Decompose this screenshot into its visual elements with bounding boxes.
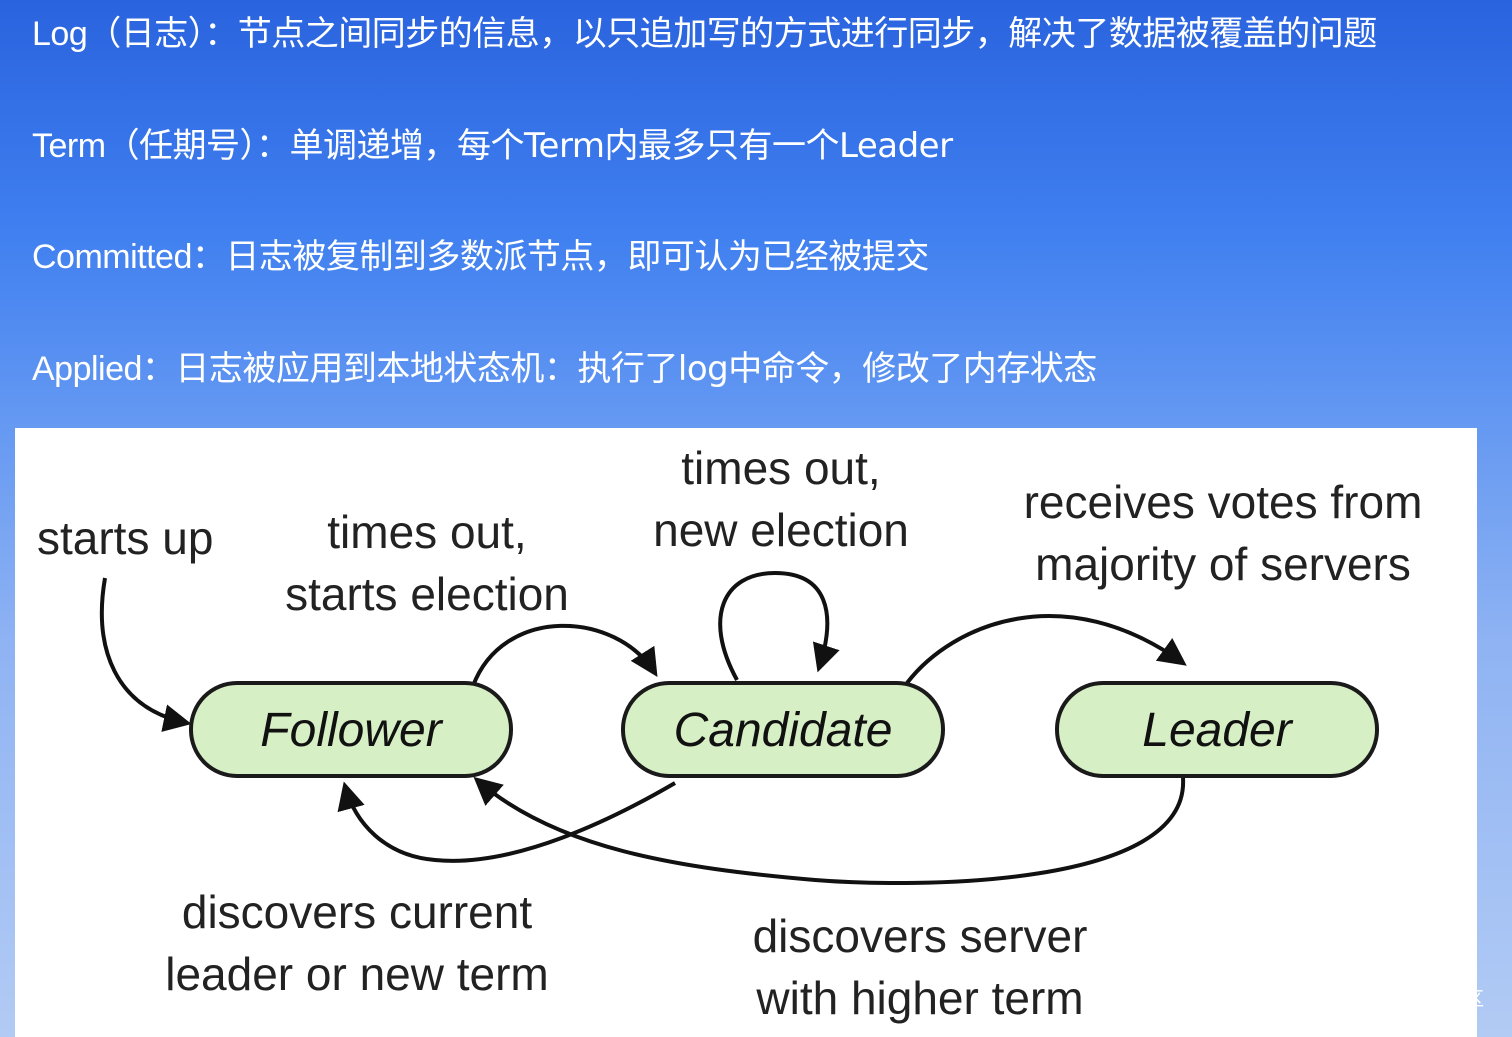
- state-candidate: Candidate: [621, 681, 945, 778]
- label-times-out-starts-line1: times out,: [327, 506, 526, 558]
- label-times-out-new-line2: new election: [653, 504, 909, 556]
- edge-follower-to-candidate: [471, 623, 658, 687]
- state-leader-label: Leader: [1142, 704, 1293, 757]
- definition-term: Applied: [32, 350, 142, 388]
- state-leader: Leader: [1055, 681, 1379, 778]
- edge-candidate-self-loop: [718, 570, 840, 681]
- state-follower-label: Follower: [260, 704, 443, 757]
- label-discovers-current-line1: discovers current: [182, 886, 532, 938]
- definition-log: Log（日志）：节点之间同步的信息，以只追加写的方式进行同步，解决了数据被覆盖的…: [32, 6, 1377, 55]
- label-starts-up: starts up: [37, 512, 213, 564]
- label-discovers-current-line2: leader or new term: [165, 948, 549, 1000]
- definition-term: Committed: [32, 238, 192, 276]
- definition-committed: Committed：日志被复制到多数派节点，即可认为已经被提交: [32, 229, 929, 278]
- definition-term-number: Term（任期号）：单调递增，每个Term内最多只有一个Leader: [32, 118, 953, 167]
- edge-candidate-to-follower: [337, 781, 677, 863]
- definition-term: Term: [32, 127, 106, 165]
- definition-term: Log: [32, 15, 88, 53]
- definition-text: （任期号）：单调递增，每个Term内最多只有一个Leader: [105, 126, 954, 166]
- label-receives-votes-line2: majority of servers: [1035, 538, 1411, 590]
- state-follower: Follower: [189, 681, 513, 778]
- state-diagram-panel: Follower Candidate Leader starts up time…: [15, 428, 1477, 1037]
- definition-text: （日志）：节点之间同步的信息，以只追加写的方式进行同步，解决了数据被覆盖的问题: [87, 14, 1377, 54]
- raft-state-diagram: Follower Candidate Leader starts up time…: [37, 442, 1423, 1024]
- label-receives-votes-line1: receives votes from: [1024, 476, 1423, 528]
- edge-candidate-to-leader: [905, 614, 1187, 685]
- definition-applied: Applied：日志被应用到本地状态机：执行了log中命令，修改了内存状态: [32, 341, 1097, 390]
- definition-text: ：日志被应用到本地状态机：执行了log中命令，修改了内存状态: [141, 349, 1097, 389]
- state-candidate-label: Candidate: [674, 704, 893, 757]
- edge-leader-to-follower: [473, 776, 1186, 886]
- edge-starts-up: [100, 577, 192, 732]
- label-times-out-starts-line2: starts election: [285, 568, 569, 620]
- label-discovers-server-line2: with higher term: [755, 972, 1083, 1024]
- label-times-out-new-line1: times out,: [681, 442, 880, 494]
- label-discovers-server-line1: discovers server: [753, 910, 1088, 962]
- definition-text: ：日志被复制到多数派节点，即可认为已经被提交: [191, 237, 930, 277]
- watermark: @稀土掘金技术社区: [1312, 988, 1484, 1010]
